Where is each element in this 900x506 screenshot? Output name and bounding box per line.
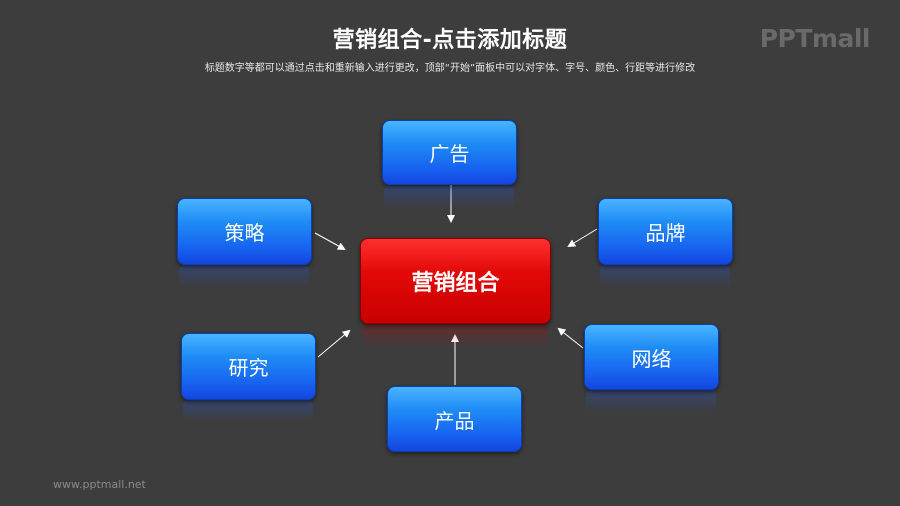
page-subtitle: 标题数字等都可以通过点击和重新输入进行更改，顶部“开始”面板中可以对字体、字号、… [204, 63, 696, 74]
node-strategy[interactable]: 策略 [177, 198, 312, 265]
arrow-brand [567, 228, 598, 248]
footer-url: www.pptmall.net [53, 478, 146, 491]
reflection [600, 265, 730, 287]
reflection [362, 324, 548, 348]
node-network[interactable]: 网络 [584, 324, 719, 390]
node-brand[interactable]: 品牌 [598, 198, 733, 265]
node-ad[interactable]: 广告 [382, 120, 517, 185]
pptmall-logo: PPTmall [759, 24, 871, 53]
reflection [179, 265, 309, 287]
arrow-network [557, 327, 584, 349]
arrow-research [317, 329, 351, 358]
reflection [384, 186, 514, 208]
reflection [586, 390, 716, 412]
reflection [183, 400, 313, 422]
arrow-strategy [314, 232, 346, 250]
node-product[interactable]: 产品 [387, 386, 522, 452]
page-title: 营销组合-点击添加标题 [332, 28, 568, 53]
node-center-marketing-mix[interactable]: 营销组合 [360, 238, 551, 324]
node-research[interactable]: 研究 [181, 333, 316, 400]
